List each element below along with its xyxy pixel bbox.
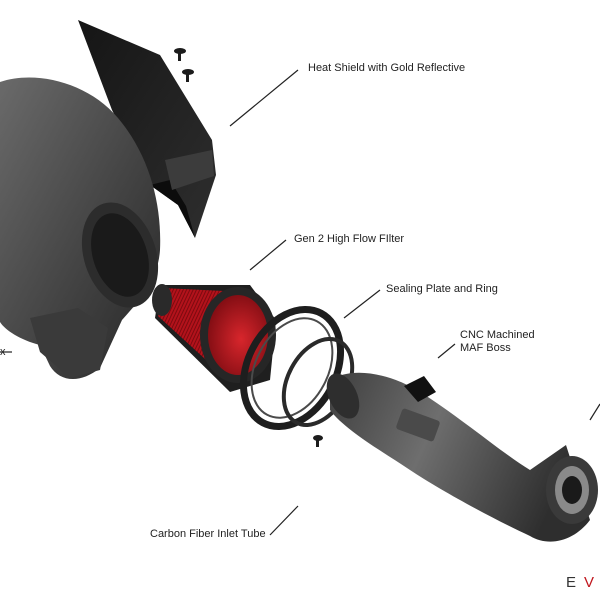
inlet-tube (326, 372, 598, 542)
label-maf-boss-line2: MAF Boss (460, 342, 511, 354)
label-filter: Gen 2 High Flow FIlter (294, 233, 405, 245)
label-sealing-plate: Sealing Plate and Ring (386, 283, 498, 295)
label-heat-shield: Heat Shield with Gold Reflective (308, 62, 466, 74)
mounting-screws (174, 48, 323, 447)
airbox (0, 77, 161, 380)
label-maf-boss-line1: CNC Machined (460, 329, 535, 341)
label-airbox-partial: x (0, 346, 6, 358)
leader-lines (0, 69, 600, 536)
brand-logo: EV (566, 574, 600, 591)
brand-letter-e: E (566, 574, 585, 591)
label-inlet-tube: Carbon Fiber Inlet Tube (150, 528, 266, 540)
heat-shield (78, 20, 216, 238)
brand-letter-v: V (584, 574, 600, 591)
